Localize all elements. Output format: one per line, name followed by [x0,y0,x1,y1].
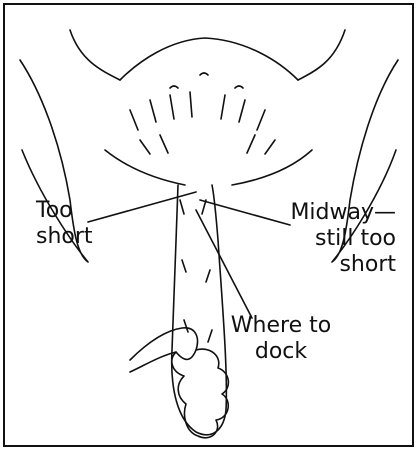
too-short-pointer [88,192,196,222]
midway-label: Midway— still too short [268,200,396,278]
midway-line-3: short [268,252,396,278]
where-to-dock-line-2: dock [218,339,344,365]
where-to-dock-label: Where to dock [218,313,344,365]
rump-outline [120,38,298,80]
where-to-dock-line-1: Where to [218,313,344,339]
too-short-line-1: Too [36,198,93,224]
hand [130,328,228,438]
midway-line-1: Midway— [268,200,396,226]
too-short-label: Too short [36,198,93,250]
where-to-dock-pointer [196,210,252,318]
midway-line-2: still too [268,226,396,252]
too-short-line-2: short [36,224,93,250]
